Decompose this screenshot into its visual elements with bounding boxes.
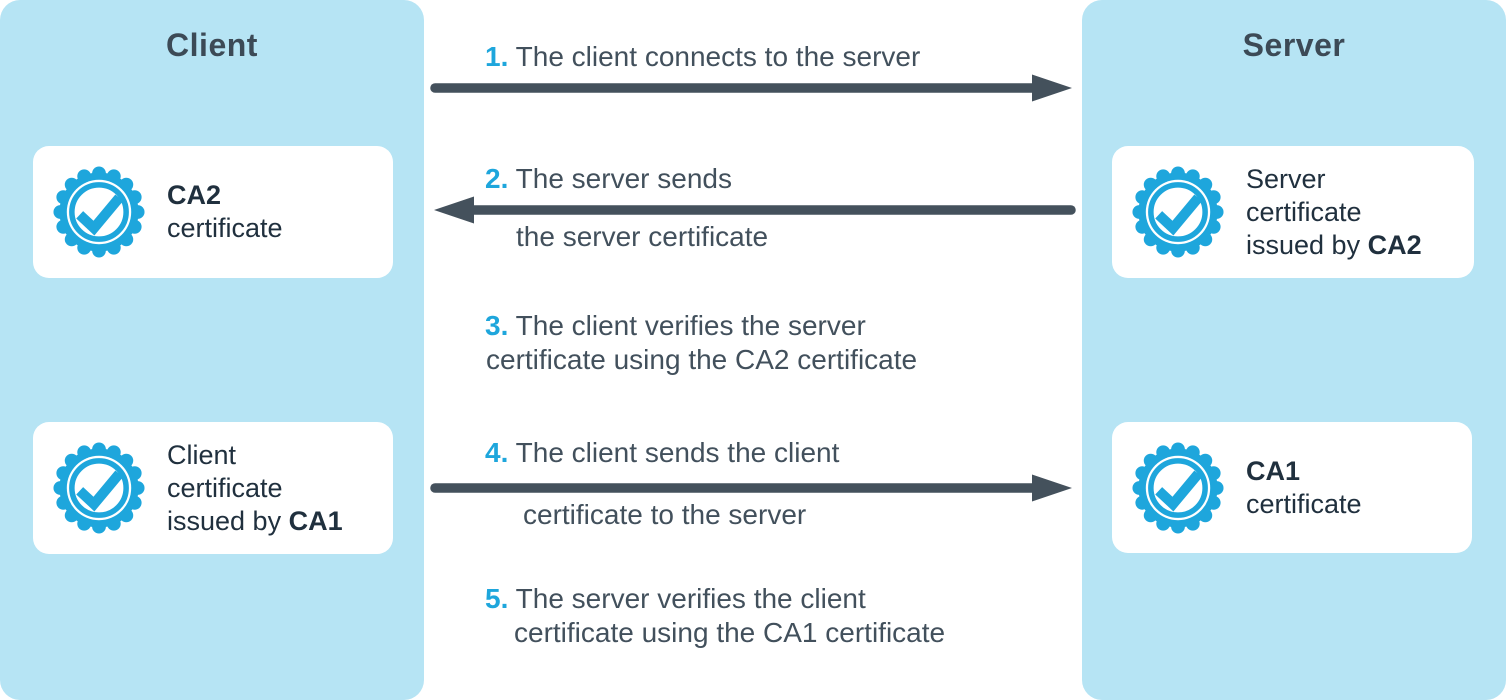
arrow-client-to-server-step4 <box>430 474 1072 502</box>
line: Server <box>1246 163 1326 194</box>
line: certificate <box>167 472 283 503</box>
line: issued by CA2 <box>1246 229 1422 260</box>
card-server-certificate-label: Server certificate issued by CA2 <box>1246 163 1422 262</box>
step-5-number: 5. <box>485 583 509 614</box>
server-panel: Server <box>1082 0 1506 700</box>
step-3-text-line2: certificate using the CA2 certificate <box>486 344 918 375</box>
certificate-badge-icon <box>1132 166 1224 258</box>
card-ca2-certificate-label: CA2 certificate <box>167 179 283 245</box>
step-4-text-line2: certificate to the server <box>523 499 807 530</box>
certificate-word: certificate <box>1246 488 1362 519</box>
line: Client <box>167 439 237 470</box>
card-ca1-certificate: CA1 certificate <box>1112 422 1472 553</box>
ca-name: CA1 <box>1246 455 1301 486</box>
step-5-text-line2: certificate using the CA1 certificate <box>514 617 946 648</box>
step-1-number: 1. <box>485 41 509 72</box>
step-3-text-line1: 3. The client verifies the server <box>485 310 866 341</box>
card-server-certificate: Server certificate issued by CA2 <box>1112 146 1474 278</box>
client-panel-title: Client <box>166 27 258 63</box>
step-4-number: 4. <box>485 437 509 468</box>
arrow-server-to-client-step2 <box>434 196 1076 224</box>
certificate-word: certificate <box>167 213 283 243</box>
certificate-badge-icon <box>1132 441 1224 534</box>
ca-name: CA2 <box>167 180 222 210</box>
step-4-text-line1: 4. The client sends the client <box>485 437 840 468</box>
line: issued by CA1 <box>167 505 343 536</box>
step-2-text-line2: the server certificate <box>516 221 769 252</box>
certificate-badge-icon <box>53 166 145 258</box>
step-2-number: 2. <box>485 163 509 194</box>
step-5-text-line1: 5. The server verifies the client <box>485 583 866 614</box>
ca-name: CA2 <box>1367 229 1422 260</box>
line: certificate <box>1246 196 1362 227</box>
step-2-text-line1: 2. The server sends <box>485 163 732 194</box>
card-ca2-certificate: CA2 certificate <box>33 146 393 278</box>
card-client-certificate: Client certificate issued by CA1 <box>33 422 393 554</box>
card-ca1-certificate-label: CA1 certificate <box>1246 455 1362 521</box>
card-client-certificate-label: Client certificate issued by CA1 <box>167 439 343 538</box>
step-3-number: 3. <box>485 310 509 341</box>
certificate-badge-icon <box>53 442 145 534</box>
server-panel-title: Server <box>1242 27 1346 63</box>
arrow-client-to-server-step1 <box>430 74 1072 102</box>
step-1-text: 1. The client connects to the server <box>485 41 921 72</box>
ca-name: CA1 <box>288 505 343 536</box>
client-panel: Client <box>0 0 424 700</box>
